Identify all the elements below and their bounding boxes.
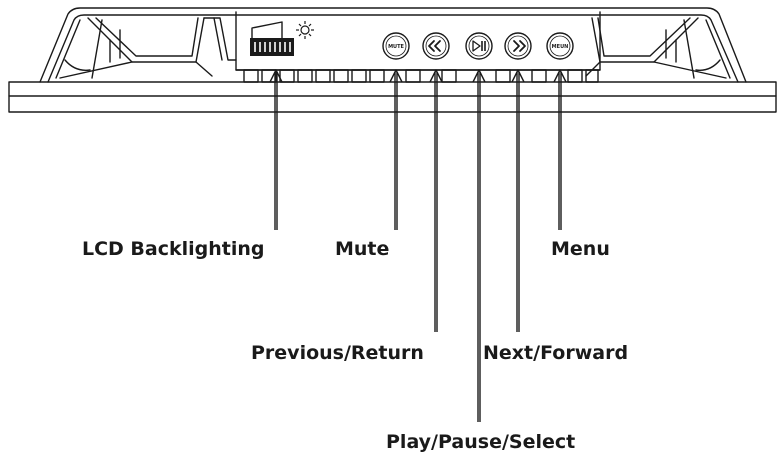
- menu-button[interactable]: MEUN: [546, 32, 574, 60]
- mute-label: Mute: [335, 238, 390, 260]
- play-pause-button[interactable]: [465, 32, 493, 60]
- device-housing-inner-outline: [47, 14, 739, 83]
- mute-button[interactable]: MUTE: [382, 32, 410, 60]
- mute-button-label: MUTE: [388, 44, 404, 50]
- play-leader-line: [472, 69, 486, 422]
- next-forward-label: Next/Forward: [483, 342, 629, 364]
- play-pause-icon: [472, 40, 486, 52]
- double-chevron-right-icon: [513, 40, 526, 52]
- lcd-leader-line: [269, 69, 283, 230]
- sun-icon: [296, 21, 314, 39]
- mute-leader-line: [389, 69, 403, 230]
- menu-button-label: MEUN: [552, 44, 569, 50]
- menu-label: Menu: [551, 238, 610, 260]
- right-side-struts: [585, 17, 731, 79]
- previous-leader-line: [429, 69, 443, 332]
- vent-slots: [243, 69, 599, 83]
- next-button[interactable]: [504, 32, 532, 60]
- previous-button[interactable]: [422, 32, 450, 60]
- left-side-struts: [55, 17, 237, 79]
- play-pause-select-label: Play/Pause/Select: [386, 431, 576, 453]
- menu-leader-line: [553, 69, 567, 230]
- backlight-wheel-housing: [251, 21, 283, 39]
- next-leader-line: [511, 69, 525, 332]
- double-chevron-left-icon: [428, 40, 441, 52]
- device-housing-outline: [39, 7, 747, 83]
- lcd-backlighting-label: LCD Backlighting: [82, 238, 265, 260]
- device-base-slab: [8, 81, 777, 113]
- backlight-scroll-wheel[interactable]: [250, 38, 294, 56]
- previous-return-label: Previous/Return: [251, 342, 424, 364]
